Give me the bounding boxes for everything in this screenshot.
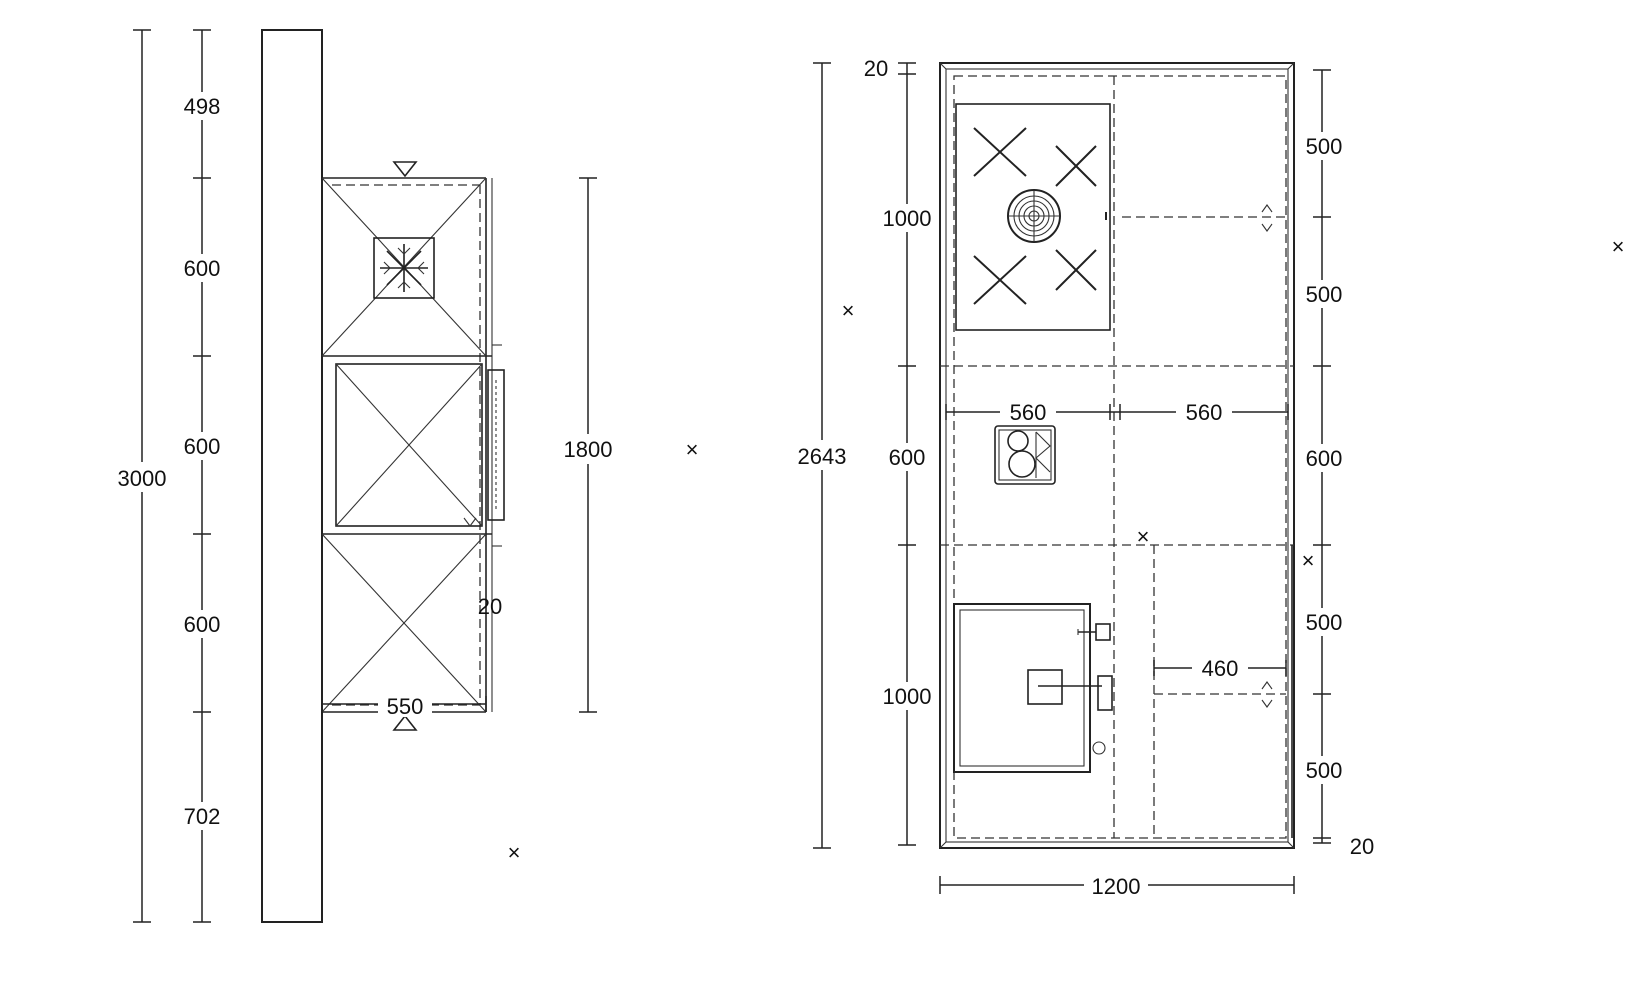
- cross-marker: ×: [508, 840, 521, 865]
- countertop: [939, 62, 1295, 849]
- cross-marker: ×: [1612, 234, 1625, 259]
- cross-marker: ×: [842, 298, 855, 323]
- dim-right-zone-4: 500: [1306, 610, 1343, 635]
- cross-marker: ×: [1302, 548, 1315, 573]
- dim-width-right-zone: 560: [1186, 400, 1223, 425]
- dim-segment-2: 600: [184, 256, 221, 281]
- wall: [261, 29, 323, 923]
- dim-left-zone-1: 1000: [883, 206, 932, 231]
- dim-top-edge: 20: [864, 56, 888, 81]
- dim-right-zone-2: 500: [1306, 282, 1343, 307]
- triangle-marker-bottom: [392, 714, 418, 731]
- side-elevation: 3000 498 600 600 600 702: [110, 29, 699, 923]
- tall-cabinet: [321, 177, 505, 713]
- dim-segment-5: 702: [184, 804, 221, 829]
- dim-gap: 20: [478, 594, 502, 619]
- dim-total-height: 3000: [118, 466, 167, 491]
- dim-width-left-zone: 560: [1010, 400, 1047, 425]
- cross-marker: ×: [1137, 524, 1150, 549]
- dim-right-zone-1: 500: [1306, 134, 1343, 159]
- dim-line-zone-widths: [945, 404, 1289, 420]
- dim-segment-1: 498: [184, 94, 221, 119]
- dim-segment-4: 600: [184, 612, 221, 637]
- dim-line-segments: [193, 29, 211, 923]
- drawer-arrow-icon: [1261, 681, 1273, 708]
- dim-left-zone-2: 600: [889, 445, 926, 470]
- triangle-marker-top: [392, 161, 418, 178]
- dim-cabinet-depth: 550: [387, 694, 424, 719]
- dim-segment-3: 600: [184, 434, 221, 459]
- cross-marker: ×: [686, 437, 699, 462]
- snowflake-icon: [373, 237, 435, 299]
- dim-drawer-width: 460: [1202, 656, 1239, 681]
- dim-right-zone-3: 600: [1306, 446, 1343, 471]
- dim-left-zone-3: 1000: [883, 684, 932, 709]
- plan-view: 2643 20 1000 600 1000: [790, 56, 1624, 900]
- dim-overall-length: 2643: [798, 444, 847, 469]
- dim-overall-width: 1200: [1092, 874, 1141, 899]
- dishwasher-icon: [994, 425, 1056, 485]
- dim-right-zone-5: 500: [1306, 758, 1343, 783]
- drawer-arrow-icon: [1261, 204, 1273, 232]
- dim-bottom-edge: 20: [1350, 834, 1374, 859]
- cooktop-icon: [955, 103, 1111, 331]
- faucet-icon: [1027, 623, 1113, 711]
- dim-cabinet-height: 1800: [564, 437, 613, 462]
- sink-icon: [953, 603, 1106, 773]
